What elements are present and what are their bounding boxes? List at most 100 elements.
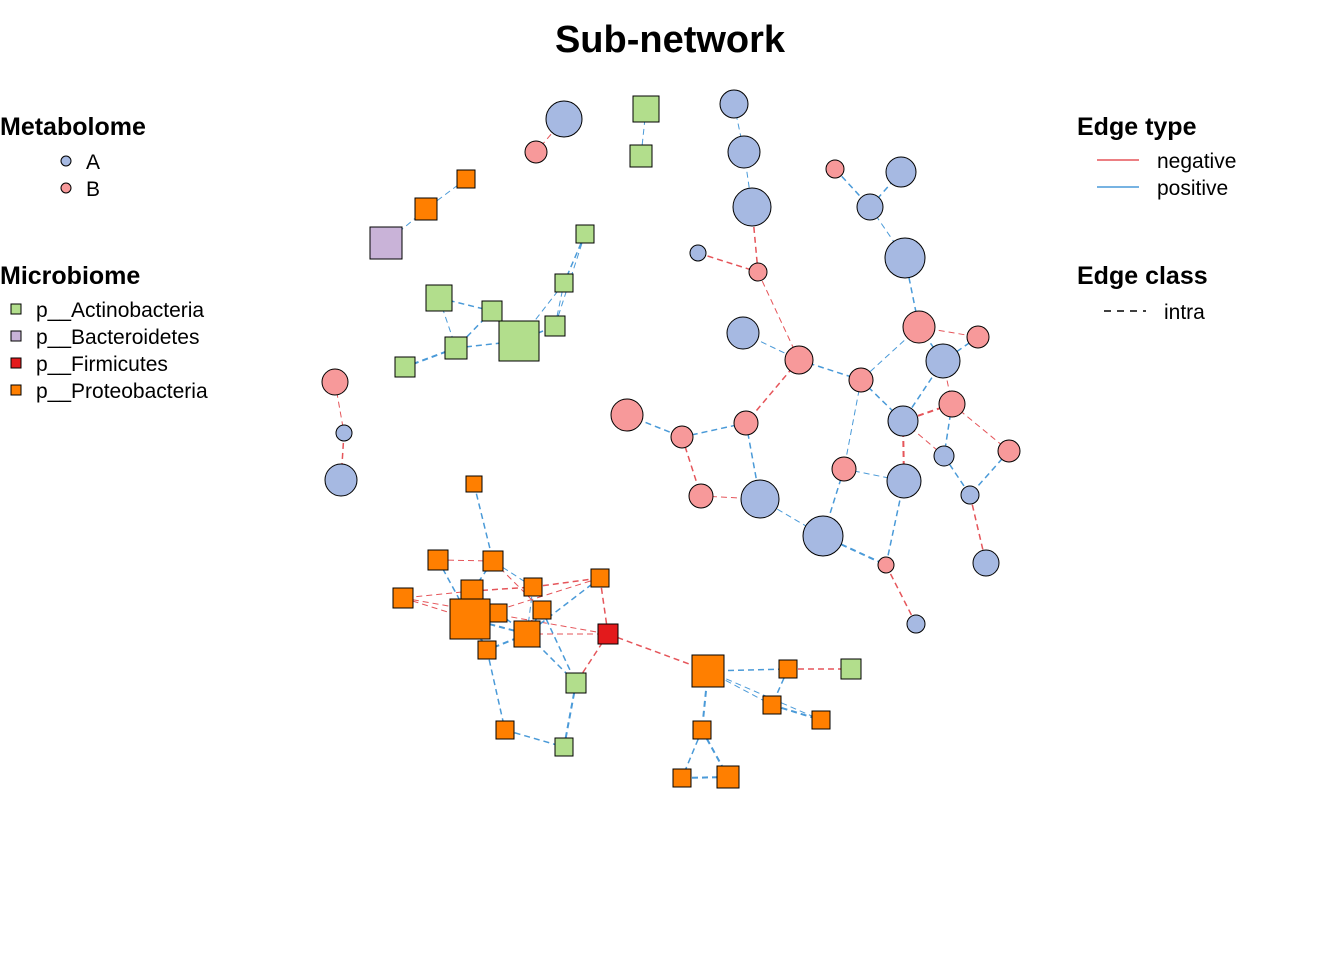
legend-label-actinobacteria: p__Actinobacteria [36,299,204,322]
metabolite-node-a [324,463,358,497]
metabolite-node-a [802,515,844,557]
microbe-node-proteobacteria [523,577,543,597]
negative-edge [340,432,345,481]
metabolite-node-b [610,398,644,432]
metabolite-node-a [726,316,760,350]
metabolome-legend: Metabolome A B [0,113,146,201]
microbe-node-actinobacteria [481,300,503,322]
microbe-node-actinobacteria [840,658,862,680]
metabolite-node-a [740,479,780,519]
microbe-node-firmicutes [597,623,619,645]
positive-edge [563,682,577,748]
positive-edge [554,233,586,327]
microbiome-legend-title: Microbiome [0,262,140,290]
microbe-node-proteobacteria [778,659,798,679]
negative-edge [697,252,759,273]
negative-edge [969,494,987,564]
microbe-node-actinobacteria [444,336,468,360]
negative-edge [607,633,709,672]
metabolite-node-a [884,237,926,279]
metabolite-node-a [335,424,353,442]
metabolite-node-a [856,193,884,221]
metabolome-legend-title: Metabolome [0,113,146,141]
legend-swatch-firmicutes [10,357,22,369]
edge-class-legend: Edge class intra [1077,262,1208,324]
positive-edge [504,729,565,748]
metabolite-node-a [887,405,919,437]
negative-edge [334,381,345,434]
microbe-node-actinobacteria [498,320,540,362]
legend-swatch-b [60,182,72,194]
microbe-node-proteobacteria [414,197,438,221]
metabolite-node-b [670,425,694,449]
legend-label-negative: negative [1157,150,1236,173]
metabolite-node-a [933,445,955,467]
positive-edge [486,649,506,731]
microbe-node-proteobacteria [482,550,504,572]
negative-edge [757,271,800,361]
positive-edge [681,776,729,779]
legend-label-bacteroidetes: p__Bacteroidetes [36,326,199,349]
microbe-node-proteobacteria [716,765,740,789]
microbe-node-proteobacteria [692,720,712,740]
metabolite-node-b [748,262,768,282]
microbe-node-bacteroidetes [369,226,403,260]
negative-edge [532,577,601,588]
network-nodes [321,89,1021,789]
metabolite-node-a [545,100,583,138]
microbe-node-proteobacteria [672,768,692,788]
metabolite-node-a [732,187,772,227]
positive-edge [526,586,534,635]
legend-label-b: B [86,178,100,201]
metabolite-node-a [727,135,761,169]
legend-label-a: A [86,151,100,174]
microbe-node-proteobacteria [488,603,508,623]
edge-class-legend-title: Edge class [1077,262,1208,290]
metabolite-node-b [848,367,874,393]
microbe-node-proteobacteria [513,620,541,648]
negative-edge [535,118,565,153]
microbe-node-actinobacteria [425,284,453,312]
metabolite-node-b [524,140,548,164]
metabolite-node-b [877,556,895,574]
metabolite-node-b [831,456,857,482]
microbe-node-proteobacteria [477,640,497,660]
metabolite-node-a [689,244,707,262]
positive-edge [492,560,534,588]
legend-swatch-actinobacteria [10,303,22,315]
metabolite-node-b [321,368,349,396]
negative-edge [942,360,953,405]
metabolite-node-b [784,345,814,375]
metabolite-node-a [719,89,749,119]
figure-title: Sub-network [555,19,786,61]
microbe-node-proteobacteria [465,475,483,493]
microbe-node-proteobacteria [762,695,782,715]
metabolite-node-b [902,310,936,344]
microbe-node-actinobacteria [575,224,595,244]
positive-edge [640,108,647,157]
metabolite-node-b [997,439,1021,463]
microbe-node-proteobacteria [590,568,610,588]
positive-edge [943,455,971,496]
metabolite-node-b [966,325,990,349]
microbe-node-actinobacteria [554,273,574,293]
microbe-node-proteobacteria [811,710,831,730]
microbe-node-actinobacteria [544,315,566,337]
microbe-node-proteobacteria [427,549,449,571]
microbe-node-proteobacteria [532,600,552,620]
microbe-node-actinobacteria [632,95,660,123]
metabolite-node-a [906,614,926,634]
positive-edge [473,483,494,562]
metabolite-node-a [960,485,980,505]
metabolite-node-a [925,343,961,379]
legend-label-intra: intra [1164,301,1205,324]
microbe-node-actinobacteria [629,144,653,168]
legend-label-positive: positive [1157,177,1228,200]
legend-swatch-a [60,155,72,167]
microbe-node-actinobacteria [394,356,416,378]
metabolite-node-b [688,483,714,509]
microbe-node-proteobacteria [456,169,476,189]
microbe-node-proteobacteria [691,654,725,688]
positive-edge [843,379,862,470]
